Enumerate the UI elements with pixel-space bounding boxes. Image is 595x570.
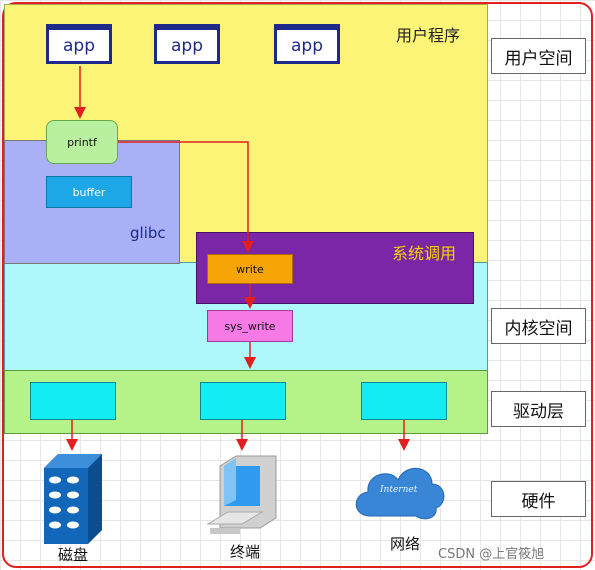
user-program-label: 用户程序 <box>396 26 461 45</box>
driver-slot-network <box>361 382 447 420</box>
driver-layer-label: 驱动层 <box>491 391 586 427</box>
disk-icon <box>44 454 102 544</box>
hardware-text: 硬件 <box>521 491 556 512</box>
write-box: write <box>207 254 293 284</box>
network-label: 网络 <box>389 535 420 553</box>
computer-icon <box>206 455 277 534</box>
hardware-label: 硬件 <box>491 481 586 517</box>
app-window-2: app <box>154 24 220 64</box>
driver-slot-disk <box>30 382 116 420</box>
cloud-text: Internet <box>380 485 418 495</box>
glibc-label: glibc <box>130 224 166 242</box>
sys-write-label: sys_write <box>224 319 276 333</box>
cloud-icon <box>355 467 445 520</box>
write-label: write <box>236 262 264 276</box>
terminal-label: 终端 <box>229 543 260 561</box>
arrows <box>66 66 410 451</box>
printf-box: printf <box>46 120 118 164</box>
buffer-box: buffer <box>46 176 132 208</box>
kernel-space-text: 内核空间 <box>504 318 573 339</box>
app-label: app <box>63 35 95 56</box>
sys-write-box: sys_write <box>207 310 293 342</box>
driver-slot-terminal <box>200 382 286 420</box>
user-space-label: 用户空间 <box>491 38 586 74</box>
driver-layer-text: 驱动层 <box>513 401 564 422</box>
buffer-label: buffer <box>72 185 106 199</box>
disk-label: 磁盘 <box>57 546 88 564</box>
app-window-3: app <box>274 24 340 64</box>
user-space-text: 用户空间 <box>504 48 573 69</box>
kernel-space-label: 内核空间 <box>491 308 586 344</box>
app-label: app <box>291 35 323 56</box>
printf-label: printf <box>67 135 97 149</box>
syscall-label: 系统调用 <box>392 244 457 263</box>
watermark: CSDN @上官筱旭 <box>438 547 545 562</box>
app-label: app <box>171 35 203 56</box>
arrow-printf-to-write <box>118 141 254 253</box>
app-window-1: app <box>46 24 112 64</box>
